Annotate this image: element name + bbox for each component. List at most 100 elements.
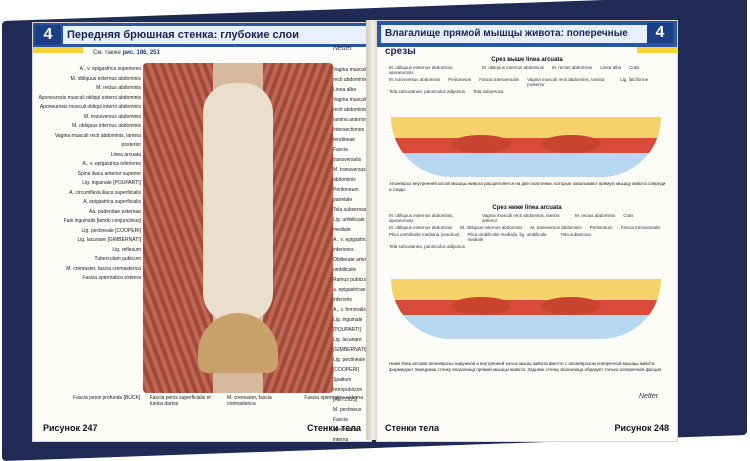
anatomy-label: M. obliquus internus abdominis bbox=[72, 123, 141, 129]
chapter-number-right: 4 bbox=[647, 23, 673, 43]
anatomy-label: Aponeurosis musculi obliqui interni abdo… bbox=[39, 104, 141, 110]
right-page-header: Влагалище прямой мышцы живота: поперечны… bbox=[377, 21, 677, 57]
anatomy-label: Lig. reflexum bbox=[112, 246, 141, 253]
anatomy-label: Fascia penis superficialis et tunica dar… bbox=[149, 395, 211, 407]
cross-section-label: M. rectus abdominis bbox=[552, 65, 593, 70]
anatomy-label: Spatium retropubicum [RETZIUS] bbox=[333, 377, 363, 403]
pelvic-region bbox=[198, 313, 278, 373]
anatomy-label: Falx inguinalis [tendo conjunctivus] bbox=[63, 218, 141, 224]
anatomy-label: M. transversus abdominis bbox=[333, 167, 366, 183]
figure-number-left: Рисунок 247 bbox=[43, 423, 98, 433]
section-name-right: Стенки тела bbox=[385, 423, 440, 433]
right-page: Влагалище прямой мышцы живота: поперечны… bbox=[376, 20, 678, 442]
cross-section-label: Plica umbilicalis mediana (urachus) bbox=[389, 232, 460, 237]
cross-section-label: Cutis bbox=[629, 65, 640, 70]
anatomy-label: Peritoneum parietale bbox=[333, 187, 359, 203]
anatomy-label: A. circumflexa iliaca superficialis bbox=[69, 189, 141, 196]
cross-section-label: M. obliquus internus abdominis bbox=[460, 225, 523, 230]
cross-section-below-arcuate bbox=[391, 279, 661, 339]
cross-section-label: M. transversus abdominis bbox=[530, 225, 582, 230]
left-page: 4 Передняя брюшная стенка: глубокие слои… bbox=[32, 22, 373, 445]
cross-section-label: M. obliquus externus abdominis, aponeuro… bbox=[389, 213, 454, 223]
cross-section-label: M. obliquus externus abdominis bbox=[389, 225, 453, 230]
cross-section-label: Fascia transversalis bbox=[620, 225, 661, 230]
anatomy-label: Fascia penis profunda [BUCK] bbox=[73, 395, 141, 401]
cross-reference: См. также рис. 186, 251 bbox=[93, 50, 160, 56]
cross-section-label: Linea alba bbox=[600, 65, 622, 70]
anatomy-label: M. cremaster, fascia cremasterica bbox=[226, 395, 272, 407]
section1-labels: M. obliquus externus abdominis, aponeuro… bbox=[389, 65, 669, 94]
anatomy-label: Fascia spermatica externa bbox=[82, 275, 141, 281]
section2-labels: M. obliquus externus abdominis, aponeuro… bbox=[389, 213, 669, 249]
anatomy-label: Ramus pubicus a. epigastricae inferioris bbox=[333, 277, 368, 303]
anatomy-label: M. pectineus bbox=[333, 407, 362, 413]
anatomy-label: A., v. epigastrica inferiores bbox=[82, 161, 141, 167]
artist-signature-left: Netter bbox=[333, 45, 353, 52]
anatomy-label: Tuberculum pubicum bbox=[94, 256, 141, 262]
anatomy-label: Aa. pudendae externae bbox=[89, 208, 141, 215]
rectus-muscle-left-section bbox=[451, 135, 511, 153]
anatomy-label: Vagina musculi recti abdominis, lamina p… bbox=[54, 132, 141, 149]
rectus-muscle-right-section-lower bbox=[541, 297, 601, 315]
cross-section-label: Tela subcutanea, panniculus adiposus bbox=[389, 89, 466, 94]
anatomy-label: M. cremaster, fascia cremasterica bbox=[66, 265, 141, 272]
anatomy-label: Lig. inguinale [POUPARTI] bbox=[333, 317, 363, 333]
section-name-left: Стенки тела bbox=[306, 423, 361, 433]
accent-bar-left bbox=[33, 47, 83, 53]
cross-section-above-arcuate bbox=[391, 117, 661, 177]
anatomy-label: Tela subserosa bbox=[333, 207, 367, 213]
cross-section-label: Fascia transversalis bbox=[479, 77, 520, 82]
cross-section-label: Tela subcutanea, panniculus adiposus bbox=[389, 244, 466, 249]
anatomy-label: M. obliquus externus abdominis bbox=[70, 75, 141, 82]
anatomy-label: Vagina musculi recti abdominis, lamina a… bbox=[333, 97, 369, 123]
anatomy-labels-bottom: Fascia penis profunda [BUCK] Fascia penis… bbox=[73, 395, 363, 407]
anatomy-label: A., v. epigastrica inferiores bbox=[333, 237, 370, 253]
chapter-number-left: 4 bbox=[35, 25, 61, 45]
cross-section-label: Cutis bbox=[623, 213, 634, 218]
anatomy-label: Fascia spermatica externa bbox=[304, 395, 363, 401]
anatomy-label: M. transversus abdominis bbox=[84, 113, 141, 120]
artist-signature-right: Netter bbox=[639, 393, 659, 400]
accent-bar-right bbox=[637, 47, 677, 53]
anatomy-label: A. epigastrica superficialis bbox=[83, 199, 141, 205]
cross-section-label: Peritoneum bbox=[589, 225, 613, 230]
anatomy-label: Spina iliaca anterior superior bbox=[77, 170, 141, 177]
anatomy-label: Lig. pectineale [COOPERI] bbox=[81, 227, 141, 234]
cross-section-label: M. obliquus externus abdominis, aponeuro… bbox=[389, 65, 454, 75]
cross-section-label: Lig. falciforme bbox=[620, 77, 649, 82]
cross-section-label: Peritoneum bbox=[448, 77, 472, 82]
section1-description: Апоневроз внутренней косой мышцы живота … bbox=[389, 181, 666, 192]
cross-section-label: M. rectus abdominis bbox=[575, 213, 616, 218]
anatomy-label: Intersectiones tendineae bbox=[333, 127, 365, 143]
right-page-footer: Стенки тела Рисунок 248 bbox=[385, 423, 669, 433]
cross-section-label: Vagina musculi recti abdominis, lamina a… bbox=[482, 213, 560, 223]
anatomy-label: Fascia spermatica interna bbox=[333, 417, 358, 443]
cross-section-label: Plica umbilicalis medialis, lig. umbilic… bbox=[467, 232, 547, 242]
figure-number-right: Рисунок 248 bbox=[614, 423, 669, 433]
cross-section-label: M. obliquus internus abdominis bbox=[482, 65, 545, 70]
anatomy-label: Vagina musculi recti abdominis bbox=[333, 67, 367, 83]
cross-section-label: Tela subserosa bbox=[560, 232, 591, 237]
cross-section-label: M. transversus abdominis bbox=[389, 77, 441, 82]
cross-reference-prefix: См. также bbox=[93, 50, 121, 56]
cross-section-label: Tela subserosa bbox=[473, 89, 504, 94]
anatomy-label: Aponeurosis musculi obliqui externi abdo… bbox=[38, 94, 141, 101]
rectus-sheath-center bbox=[203, 83, 273, 323]
section-title-below-arcuate: Срез ниже linea arcuata bbox=[492, 205, 562, 211]
anatomy-label: Obliterate arteria umbilicalis bbox=[333, 257, 371, 273]
section2-description: Ниже linea arcuata апоневрозы наружной и… bbox=[389, 361, 663, 372]
rectus-muscle-right-section bbox=[541, 135, 601, 153]
anatomy-label: Lig. lacunare [GIMBERNATI] bbox=[77, 237, 141, 243]
rectus-muscle-left-section-lower bbox=[451, 297, 511, 315]
anatomy-label: M. rectus abdominis bbox=[96, 85, 141, 91]
anatomy-label: Linea arcuata bbox=[110, 151, 141, 158]
cross-section-label: Vagina musculi recti abdominis, lamina p… bbox=[527, 77, 605, 87]
anatomy-label: Lig. umbilicale mediale bbox=[333, 217, 365, 233]
left-page-header: 4 Передняя брюшная стенка: глубокие слои bbox=[33, 23, 371, 47]
anatomy-label: Linea alba bbox=[333, 87, 357, 93]
cross-reference-figures: рис. 186, 251 bbox=[122, 50, 160, 56]
right-page-title: Влагалище прямой мышцы живота: поперечны… bbox=[381, 25, 647, 57]
anatomy-label: A., v. femoralis bbox=[333, 307, 366, 313]
